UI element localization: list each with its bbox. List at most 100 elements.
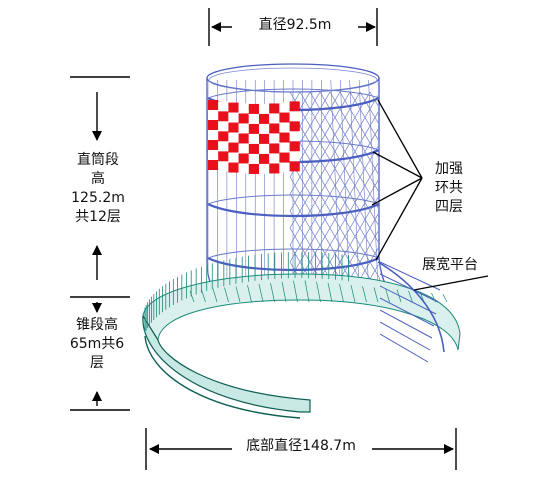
shaft-diagonal-member	[299, 108, 311, 127]
shaft-diagonal-member	[319, 125, 331, 144]
base-ring-post	[339, 283, 344, 303]
checker-cell	[289, 161, 300, 172]
stiffening-ring-back	[207, 248, 380, 259]
shaft-diagonal-member	[359, 193, 371, 212]
checker-cell	[228, 112, 239, 123]
checker-cell	[248, 113, 259, 124]
platform-strut	[379, 309, 433, 339]
stiffening-rings-label: 加强 环共 四层	[424, 160, 474, 217]
shaft-diagonal-member	[339, 210, 351, 229]
shaft-diagonal-member	[349, 159, 361, 178]
checker-cell	[279, 112, 290, 123]
shaft-diagonal-member	[319, 193, 331, 212]
checker-cell	[218, 101, 229, 112]
shaft-diagonal-member	[299, 227, 311, 246]
shaft-diagonal-member	[299, 125, 311, 144]
checker-cell	[279, 152, 290, 163]
shaft-diagonal-member	[329, 108, 341, 127]
checker-cell	[289, 151, 300, 162]
checker-cell	[238, 113, 249, 124]
platform-struts	[377, 261, 445, 363]
shaft-diagonal-member	[319, 227, 331, 246]
shaft-diagonal-member	[289, 193, 301, 212]
shaft-diagonal-member	[359, 142, 371, 161]
shaft-diagonal-member	[349, 244, 361, 263]
shaft-diagonal-member	[359, 261, 371, 280]
shaft-diagonal-member	[369, 261, 381, 280]
ring-leader-lines	[371, 99, 423, 261]
checker-cell	[269, 113, 280, 124]
shaft-diagonal-member	[319, 91, 331, 110]
platform-strut	[379, 261, 441, 291]
shaft-diagonal-member	[299, 193, 311, 212]
shaft-diagonal-member	[319, 142, 331, 161]
base-ring-post	[327, 282, 333, 303]
checker-cell	[208, 110, 219, 120]
checker-cell	[259, 133, 270, 144]
shaft-diagonal-member	[349, 176, 361, 195]
base-ring-bottom-edge	[144, 335, 301, 419]
checker-cell	[289, 141, 300, 152]
cone-height-label: 锥段高 65m共6 层	[62, 316, 132, 373]
shaft-diagonal-member	[289, 227, 301, 246]
shaft-diagonal-member	[339, 176, 351, 195]
shaft-diagonal-member	[299, 210, 311, 229]
checker-cell	[279, 132, 290, 143]
checker-cell	[289, 131, 300, 142]
checker-cell	[208, 160, 219, 170]
platform-leader-line	[413, 275, 489, 291]
shaft-diagonal-member	[309, 91, 321, 110]
base-ring-band	[142, 273, 461, 351]
base-ring-post	[270, 282, 275, 303]
checker-cell	[238, 143, 249, 154]
checker-cell	[228, 122, 239, 133]
stiffening-ring-back	[207, 88, 380, 99]
shaft-diagonal-member	[309, 142, 321, 161]
shaft-height-label: 直筒段 高 125.2m 共12层	[64, 151, 132, 227]
checker-cell	[238, 153, 249, 164]
base-ring-post	[189, 290, 195, 303]
base-ring-post	[316, 281, 321, 303]
checker-cell	[218, 141, 229, 152]
shaft-diagonal-member	[309, 193, 321, 212]
stiffening-rings-line: 四层	[435, 199, 463, 215]
stiffening-rings-line: 环共	[435, 180, 463, 196]
cone-height-line: 65m共6	[69, 336, 125, 352]
checker-cell	[228, 152, 239, 163]
checker-cell	[289, 111, 300, 122]
platform-label: 展宽平台	[420, 256, 480, 275]
shaft-height-line: 直筒段	[77, 152, 119, 168]
shaft-diagonal-member	[309, 108, 321, 127]
checker-cell	[238, 163, 249, 174]
checker-cell	[259, 123, 270, 134]
platform-strut	[379, 285, 437, 315]
base-ring-post	[293, 280, 298, 303]
shaft-diagonal-member	[359, 244, 371, 263]
shaft-diagonal-member	[339, 193, 351, 212]
top-diameter-dimension	[208, 8, 378, 46]
base-ring-post	[212, 288, 218, 303]
checker-cell	[218, 151, 229, 162]
shaft-diagonal-member	[349, 193, 361, 212]
top-diameter-label: 直径92.5m	[232, 16, 358, 35]
shaft-diagonal-member	[339, 108, 351, 127]
base-ring-post	[201, 289, 206, 303]
checker-cell	[269, 163, 280, 174]
checker-cell	[208, 100, 219, 110]
base-ring-post	[281, 281, 287, 303]
stiffening-rings-line: 加强	[435, 161, 463, 177]
checker-cell	[218, 121, 229, 132]
shaft-diagonal-member	[359, 210, 371, 229]
checker-cell	[248, 153, 259, 164]
shaft-diagonal-member	[349, 210, 361, 229]
checker-cell	[248, 123, 259, 134]
checker-cell	[208, 130, 219, 140]
base-ring-post	[247, 285, 252, 303]
shaft-diagonal-member	[289, 176, 301, 195]
checker-cell	[279, 162, 290, 173]
checker-cell	[269, 103, 280, 114]
shaft-diagonal-member	[329, 227, 341, 246]
cone-height-line: 锥段高	[76, 317, 118, 333]
base-ring-post	[224, 287, 229, 303]
shaft-diagonal-member	[339, 125, 351, 144]
